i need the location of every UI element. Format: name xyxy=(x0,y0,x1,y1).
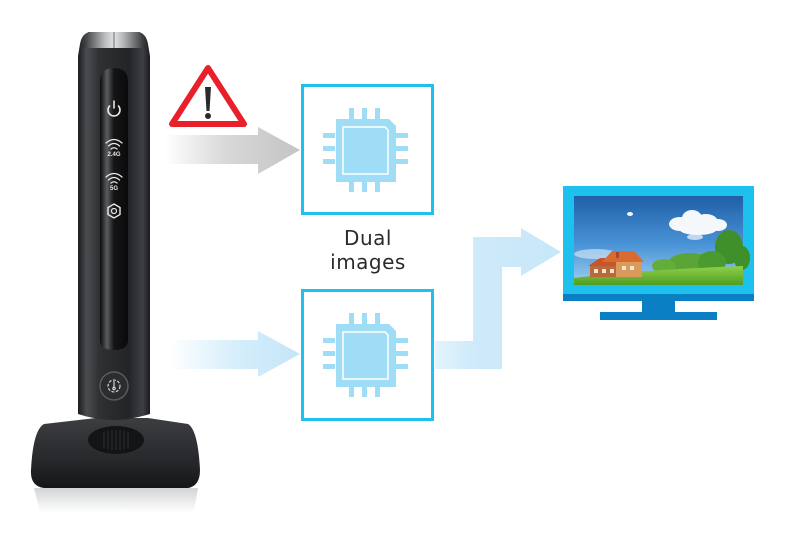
output-arrow xyxy=(435,228,561,369)
chip-icon xyxy=(323,313,408,397)
monitor-chin xyxy=(563,294,754,301)
led-label-5g: 5G xyxy=(110,186,118,192)
reset-icon xyxy=(107,379,121,393)
router-device: 2.4G 5G xyxy=(30,32,200,512)
wps-icon xyxy=(107,203,121,219)
active-path-arrow xyxy=(170,331,300,377)
wifi-24g-icon xyxy=(105,138,123,150)
screen-image xyxy=(574,196,750,285)
firmware-image-1 xyxy=(301,84,434,215)
display-monitor xyxy=(563,186,754,320)
power-icon xyxy=(107,100,121,117)
dual-images-caption: Dual images xyxy=(301,226,435,274)
led-label-24g: 2.4G xyxy=(107,152,120,158)
chip-icon xyxy=(323,108,408,192)
monitor-foot xyxy=(600,312,717,320)
firmware-image-2 xyxy=(301,289,434,421)
wifi-5g-icon xyxy=(105,172,123,184)
router-reflection xyxy=(34,488,198,512)
caption-line-2: images xyxy=(330,250,406,274)
warning-triangle-icon xyxy=(169,65,247,127)
house xyxy=(588,251,644,277)
monitor-neck xyxy=(642,301,675,313)
failed-path-arrow xyxy=(165,127,300,174)
caption-line-1: Dual xyxy=(344,226,392,250)
